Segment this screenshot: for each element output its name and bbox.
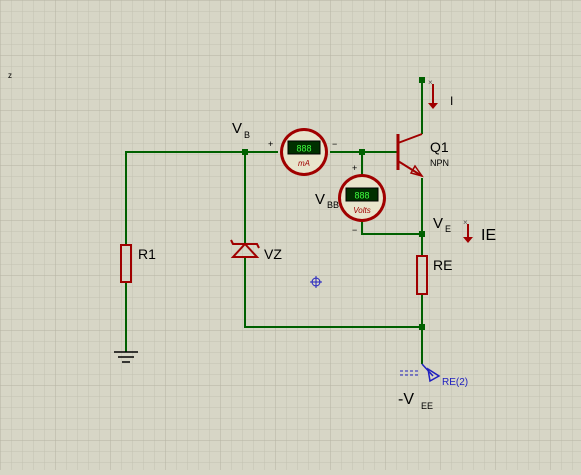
probe-ie-arrow-icon [463, 237, 473, 243]
vz-label: VZ [264, 246, 282, 262]
emitter-arrow-icon [409, 164, 424, 178]
wire-r1-top[interactable] [125, 151, 278, 245]
vee-label-main: -V [398, 391, 414, 408]
voltmeter[interactable]: 888 Volts + − [338, 163, 386, 235]
vbb-label-sub: BB [327, 200, 339, 210]
ammeter-minus: − [332, 139, 337, 149]
ammeter[interactable]: 888 mA + − [268, 128, 337, 176]
ve-label: V E [433, 215, 451, 234]
q1-label: Q1 [430, 139, 449, 155]
ammeter-digits: 888 [296, 144, 311, 154]
voltmeter-digits: 888 [354, 191, 369, 201]
voltmeter-minus: − [352, 225, 357, 235]
junction-collector [419, 77, 425, 83]
junction-bottom [419, 324, 425, 330]
probe-i-cross: × [428, 78, 433, 87]
probe-re2-icon [426, 367, 441, 383]
wires [125, 80, 423, 364]
transistor-collector-leg [397, 133, 423, 144]
voltmeter-plus: + [352, 163, 357, 173]
current-probe-ie[interactable]: × IE [463, 218, 496, 244]
vb-label: V B [232, 120, 250, 140]
ve-label-main: V [433, 215, 443, 232]
transistor-emitter-leg [397, 160, 423, 177]
vee-label: -V EE [398, 391, 433, 411]
vbb-label: V BB [315, 191, 339, 210]
probe-i-label: I [450, 94, 453, 108]
resistor-re-body [416, 255, 428, 295]
voltmeter-display [345, 187, 379, 202]
ammeter-unit: mA [298, 159, 310, 168]
junction-vb [242, 149, 248, 155]
junction-ve [419, 231, 425, 237]
resistor-r1-body [120, 244, 132, 283]
resistor-re[interactable]: RE [416, 255, 452, 295]
corner-marker: z [8, 71, 12, 80]
r1-label: R1 [138, 246, 156, 262]
probe-re2-label: RE(2) [442, 377, 468, 388]
junctions [242, 77, 425, 330]
probe-i-arrow-icon [428, 103, 438, 109]
vb-label-main: V [232, 120, 242, 137]
transistor-q1[interactable]: Q1 NPN [396, 133, 449, 178]
current-probe-i[interactable]: × I [428, 78, 453, 109]
zener-bar [230, 239, 260, 249]
zener-vz[interactable]: VZ [230, 239, 282, 262]
vee-label-sub: EE [421, 401, 433, 411]
ammeter-plus: + [268, 139, 273, 149]
ve-label-sub: E [445, 224, 451, 234]
probe-ie-label: IE [481, 227, 496, 244]
ground-icon[interactable] [114, 351, 138, 363]
ammeter-display [287, 140, 321, 155]
vb-label-sub: B [244, 130, 250, 140]
npn-label: NPN [430, 158, 449, 168]
wire-zener-bottom[interactable] [244, 257, 422, 328]
re-label: RE [433, 257, 452, 273]
voltmeter-unit: Volts [353, 206, 371, 215]
voltage-probe-re2[interactable]: RE(2) [400, 363, 468, 388]
vbb-label-main: V [315, 191, 325, 208]
probe-ie-cross: × [463, 218, 468, 227]
junction-base [359, 149, 365, 155]
zener-triangle [230, 242, 260, 258]
crosshair-cursor-icon [310, 276, 322, 288]
resistor-r1[interactable]: R1 [120, 244, 156, 283]
